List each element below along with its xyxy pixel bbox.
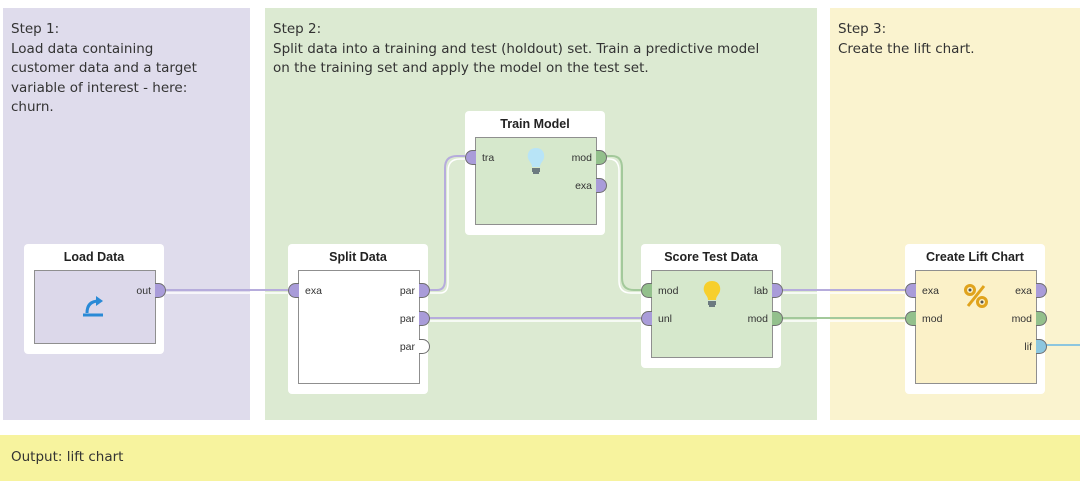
port-label-par: par — [399, 313, 415, 325]
input-port-exa[interactable] — [288, 283, 299, 298]
port-label-lif: lif — [1024, 341, 1032, 353]
operator-train-model[interactable]: Train Model tra mod exa — [465, 111, 607, 235]
input-port-mod[interactable] — [641, 283, 652, 298]
operator-title: Load Data — [63, 250, 125, 264]
port-label-unl: unl — [658, 313, 673, 325]
output-port-out[interactable] — [155, 283, 166, 298]
input-port-unl[interactable] — [641, 311, 652, 326]
output-port-mod[interactable] — [596, 150, 607, 165]
port-label-par: par — [399, 341, 415, 353]
output-port-par-2[interactable] — [419, 311, 430, 326]
connection-split-train — [427, 155, 467, 291]
operator-title: Train Model — [500, 117, 570, 131]
lightbulb-icon — [527, 148, 545, 174]
operator-create-lift-chart[interactable]: Create Lift Chart exa mod exa mod lif — [905, 244, 1047, 394]
port-label-mod: mod — [1011, 313, 1032, 325]
output-port-mod[interactable] — [772, 311, 783, 326]
operator-title: Split Data — [329, 250, 387, 264]
operator-score-test-data[interactable]: Score Test Data mod unl lab mod — [641, 244, 783, 368]
operator-load-data[interactable]: Load Data out — [24, 244, 166, 354]
output-port-par-1[interactable] — [419, 283, 430, 298]
lightbulb-icon — [703, 281, 721, 307]
input-port-mod[interactable] — [905, 311, 916, 326]
output-port-lif[interactable] — [1036, 339, 1047, 354]
percent-icon — [964, 284, 988, 308]
step-1-text: Step 1: Load data containing customer da… — [11, 21, 197, 115]
port-label-exa: exa — [305, 285, 322, 297]
step-2-text: Step 2: Split data into a training and t… — [273, 21, 760, 76]
output-port-lab[interactable] — [772, 283, 783, 298]
input-port-tra[interactable] — [465, 150, 476, 165]
step-3-text: Step 3: Create the lift chart. — [838, 21, 975, 57]
operator-title: Create Lift Chart — [926, 250, 1024, 264]
port-label-mod: mod — [922, 313, 943, 325]
operator-body: exa mod exa mod lif — [915, 270, 1037, 384]
operator-body: exa par par par — [298, 270, 420, 384]
port-label-par: par — [399, 285, 415, 297]
operator-body: out — [34, 270, 156, 344]
operator-body: tra mod exa — [475, 137, 597, 225]
port-label-mod: mod — [571, 152, 592, 164]
port-label-mod: mod — [658, 285, 679, 297]
port-label-exa: exa — [575, 180, 592, 192]
port-label-out: out — [136, 285, 151, 297]
operator-body: mod unl lab mod — [651, 270, 773, 358]
output-port-par-3[interactable] — [419, 339, 430, 354]
connection-train-score — [603, 155, 645, 291]
output-port-mod[interactable] — [1036, 311, 1047, 326]
retrieve-arrow-icon — [83, 296, 103, 317]
port-label-lab: lab — [753, 285, 768, 297]
input-port-exa[interactable] — [905, 283, 916, 298]
operator-title: Score Test Data — [664, 250, 758, 264]
port-label-tra: tra — [482, 152, 495, 164]
port-label-mod: mod — [747, 313, 768, 325]
operator-split-data[interactable]: Split Data exa par par par — [288, 244, 430, 394]
output-annotation: Output: lift chart — [0, 435, 1080, 481]
output-text: Output: lift chart — [11, 449, 124, 465]
output-port-exa[interactable] — [596, 178, 607, 193]
output-port-exa[interactable] — [1036, 283, 1047, 298]
port-label-exa: exa — [922, 285, 939, 297]
port-label-exa: exa — [1015, 285, 1032, 297]
